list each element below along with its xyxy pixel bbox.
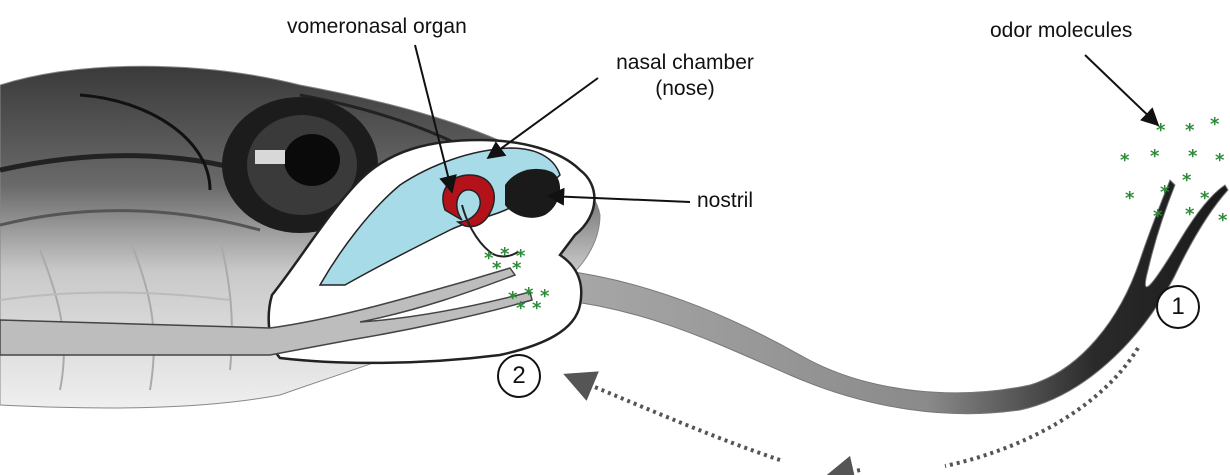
step-2-marker: 2	[497, 354, 541, 398]
odor-molecule-icon: *	[512, 258, 522, 279]
odor-molecule-icon: *	[1125, 188, 1135, 209]
odor-molecule-icon: *	[1185, 204, 1195, 225]
odor-molecule-icon: *	[1120, 150, 1130, 171]
odor-molecules-arrow	[1085, 55, 1158, 125]
odor-molecule-icon: *	[492, 258, 502, 279]
step-1-marker: 1	[1156, 285, 1200, 329]
odor-molecule-icon: *	[500, 244, 510, 265]
dotted-arrow-mid	[838, 470, 860, 475]
nostril-label: nostril	[697, 188, 753, 214]
odor-molecule-icon: *	[1210, 114, 1220, 135]
nasal-chamber-label-line1: nasal chamber	[600, 50, 770, 76]
odor-molecule-icon: *	[1200, 188, 1210, 209]
odor-molecule-icon: *	[1215, 150, 1225, 171]
odor-molecules-label: odor molecules	[990, 18, 1132, 44]
dotted-arrow-to-mouth	[578, 380, 780, 460]
odor-molecule-icon: *	[1188, 146, 1198, 167]
odor-molecule-icon: *	[516, 298, 526, 319]
nasal-chamber-label-line2: (nose)	[600, 76, 770, 102]
odor-molecule-icon: *	[540, 286, 550, 307]
nasal-chamber-arrow	[488, 78, 598, 158]
odor-molecule-icon: *	[1160, 182, 1170, 203]
odor-molecule-icon: *	[1150, 146, 1160, 167]
nasal-chamber-label: nasal chamber (nose)	[600, 50, 770, 102]
odor-molecule-icon: *	[1153, 206, 1163, 227]
odor-molecule-icon: *	[1218, 210, 1228, 231]
odor-molecule-icon: *	[1185, 120, 1195, 141]
odor-molecule-icon: *	[1182, 170, 1192, 191]
vomeronasal-organ-label: vomeronasal organ	[287, 14, 467, 40]
tongue-flick-path	[578, 348, 1138, 475]
tongue	[560, 180, 1228, 414]
odor-molecule-icon: *	[532, 298, 542, 319]
